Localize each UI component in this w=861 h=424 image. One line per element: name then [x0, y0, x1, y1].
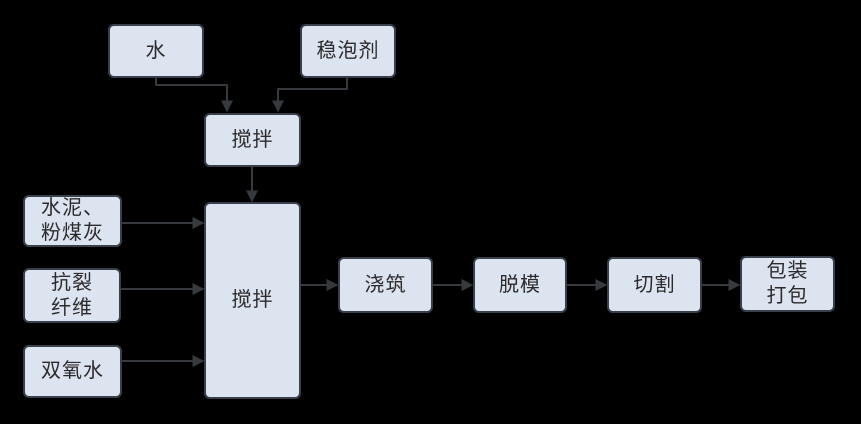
- node-water: 水: [108, 24, 204, 78]
- node-packing-label: 包装 打包: [766, 260, 809, 307]
- node-cement-fly-ash: 水泥、 粉煤灰: [23, 195, 122, 247]
- node-cutting-label: 切割: [633, 273, 676, 296]
- node-premix-mixing-label: 搅拌: [231, 128, 274, 151]
- node-pouring-label: 浇筑: [364, 273, 407, 296]
- edge-water-to-premix: [155, 78, 233, 113]
- node-foam-stabilizer: 稳泡剂: [300, 24, 396, 78]
- node-main-mixing: 搅拌: [204, 202, 301, 399]
- node-main-mixing-label: 搅拌: [231, 289, 274, 311]
- node-pouring: 浇筑: [338, 257, 433, 313]
- node-hydrogen-peroxide: 双氧水: [23, 345, 122, 398]
- node-hydrogen-peroxide-label: 双氧水: [41, 360, 104, 382]
- node-cement-fly-ash-label: 水泥、 粉煤灰: [41, 197, 104, 244]
- node-anti-crack-fiber-label: 抗裂 纤维: [51, 271, 93, 319]
- node-anti-crack-fiber: 抗裂 纤维: [23, 268, 121, 323]
- node-demolding-label: 脱模: [499, 273, 541, 296]
- node-demolding: 脱模: [473, 257, 567, 313]
- node-packing: 包装 打包: [740, 256, 835, 312]
- node-cutting: 切割: [607, 257, 702, 313]
- node-water-label: 水: [145, 39, 167, 62]
- node-foam-stabilizer-label: 稳泡剂: [316, 39, 380, 62]
- node-premix-mixing: 搅拌: [204, 113, 301, 167]
- edge-stabilizer-to-premix: [272, 78, 348, 113]
